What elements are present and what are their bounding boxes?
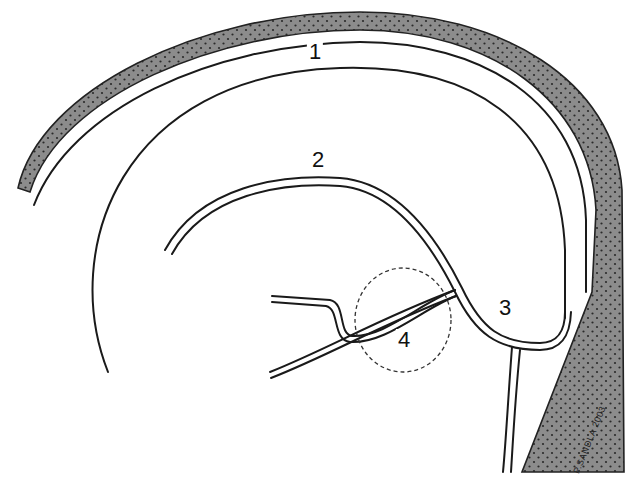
vein-down: [503, 347, 512, 472]
dural-band: [18, 12, 624, 472]
callout-number: 1: [307, 41, 323, 63]
internal-vein-b: [270, 290, 455, 372]
callout-number: 3: [497, 297, 513, 319]
internal-vein-b2: [271, 296, 456, 378]
callout-number: 2: [310, 149, 326, 171]
callout-number: 4: [396, 329, 412, 351]
vein-down-2: [511, 350, 520, 472]
dura-inner-line: [34, 42, 586, 292]
dashed-region: [355, 268, 451, 372]
falx-free-edge: [93, 68, 565, 372]
callosal-line-outer: [165, 177, 565, 343]
